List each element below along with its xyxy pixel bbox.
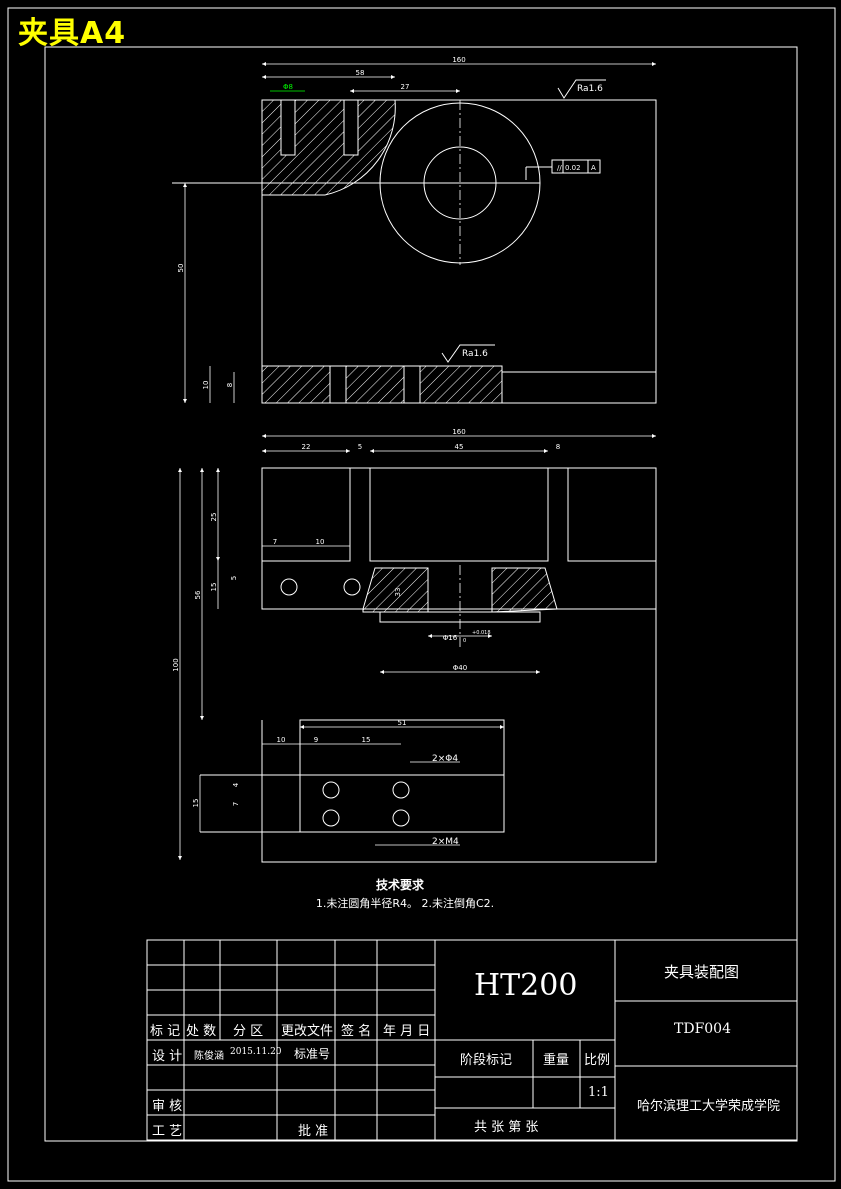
sheet-tag: 夹具A4	[18, 16, 127, 51]
tech-req-items: 1.未注圆角半径R4。 2.未注倒角C2.	[316, 896, 494, 910]
roughness-base: Ra1.6	[462, 349, 488, 359]
dim-front-bore: Φ16	[443, 634, 458, 642]
top-view: 160 58 27 Φ8 50 10 8 Ra1.6 Ra1.6 // 0.02…	[172, 56, 657, 404]
scale-label: 比例	[584, 1053, 611, 1068]
dim-top-left: 58	[356, 69, 365, 77]
dim-side-length: 51	[398, 719, 407, 727]
dim-front-bore-depth: 33	[394, 588, 402, 597]
dim-front-a: 7	[273, 538, 277, 546]
label-side-holes-top: 2×Φ4	[432, 754, 458, 764]
dim-side-height: 15	[192, 799, 200, 808]
drawing-number: TDF004	[674, 1021, 731, 1037]
inner-border	[44, 46, 798, 1142]
dim-top-slot: 27	[401, 83, 410, 91]
dim-front-total: 56	[194, 590, 202, 599]
dim-side-b: 9	[314, 736, 318, 744]
dim-front-left: 22	[302, 443, 311, 451]
header-mark: 标 记	[150, 1024, 181, 1039]
header-signature: 签 名	[341, 1024, 372, 1039]
designer: 陈俊涵	[194, 1051, 224, 1062]
design-date: 2015.11.20	[230, 1047, 282, 1057]
dim-side-d: 4	[232, 782, 240, 787]
scale-value: 1:1	[588, 1085, 609, 1100]
dim-front-outer: Φ40	[453, 664, 467, 672]
title-block	[146, 939, 798, 1141]
dim-top-base: 10	[202, 381, 210, 390]
dim-top-overall: 160	[452, 56, 465, 64]
review-label: 审 核	[152, 1099, 183, 1114]
front-view: 160 22 5 45 8 25 7 10 15 5 56 100 33 Φ16…	[172, 428, 657, 860]
dim-front-upper: 25	[210, 513, 218, 522]
bore-circle	[423, 146, 497, 220]
dim-front-middle: 45	[455, 443, 464, 451]
sheets-label: 共 张 第 张	[474, 1120, 539, 1135]
tol-datum: A	[591, 164, 596, 172]
dim-front-overall-height: 100	[172, 658, 180, 671]
dim-top-pin: Φ8	[283, 83, 293, 91]
dim-front-overall: 160	[452, 428, 465, 436]
header-change-doc: 更改文件	[281, 1024, 334, 1039]
dim-front-left-offset: 15	[210, 583, 218, 592]
dim-front-b: 10	[316, 538, 325, 546]
dim-front-hole-offset: 5	[230, 576, 238, 580]
dim-top-step: 8	[226, 383, 234, 387]
dim-side-c: 15	[362, 736, 371, 744]
dim-side-a: 10	[277, 736, 286, 744]
header-count: 处 数	[186, 1024, 217, 1039]
tech-req-heading: 技术要求	[376, 877, 425, 892]
design-label: 设 计	[152, 1049, 183, 1064]
dim-front-bore-tol: +0.018	[472, 630, 491, 636]
tol-value: 0.02	[565, 164, 581, 172]
dim-front-bore-tol-low: 0	[463, 638, 466, 644]
roughness-top: Ra1.6	[577, 84, 603, 94]
drawing-name: 夹具装配图	[664, 963, 740, 981]
material: HT200	[474, 968, 578, 1003]
approve-label: 批 准	[298, 1124, 329, 1139]
process-label: 工 艺	[152, 1124, 183, 1139]
stage-label: 阶段标记	[460, 1053, 513, 1068]
dim-top-height: 50	[177, 264, 185, 273]
header-zone: 分 区	[233, 1024, 264, 1039]
dim-side-e: 7	[232, 802, 240, 806]
weight-label: 重量	[543, 1053, 570, 1068]
outer-circle	[379, 102, 541, 264]
side-view: 51 10 9 15 4 7 15 2×Φ4 2×M4	[192, 468, 657, 863]
outer-border	[7, 7, 836, 1182]
standardize-label: 标准号	[294, 1047, 331, 1061]
dim-front-gap-left: 5	[358, 443, 362, 451]
label-side-holes-bottom: 2×M4	[432, 837, 459, 847]
tol-symbol: //	[557, 164, 562, 172]
header-date: 年 月 日	[383, 1024, 431, 1039]
organization: 哈尔滨理工大学荣成学院	[637, 1099, 781, 1114]
dim-front-gap-right: 8	[556, 443, 560, 451]
